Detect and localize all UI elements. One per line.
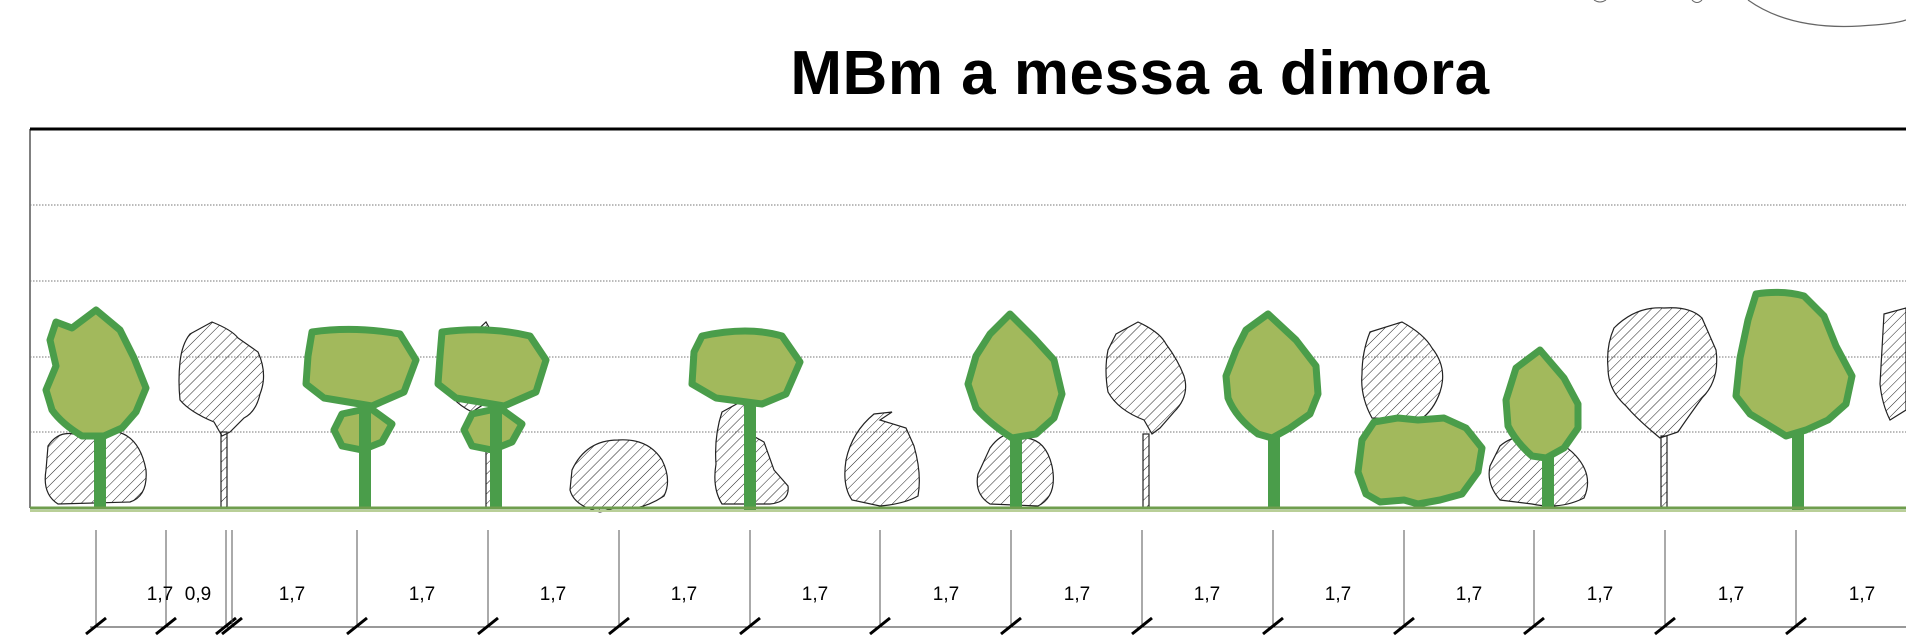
dimension-tick-mark bbox=[155, 616, 177, 636]
dimension-tick-mark bbox=[1393, 616, 1415, 636]
north-arrow-fragment bbox=[1747, 0, 1906, 28]
dimension-tick-mark bbox=[869, 616, 891, 636]
dimension-label: 1,7 bbox=[1325, 584, 1351, 605]
north-arrow-fragment bbox=[1593, 0, 1607, 3]
dimension-tick-mark bbox=[1785, 616, 1807, 636]
dimension-tick-mark bbox=[1000, 616, 1022, 636]
hatched-tree-icon bbox=[1879, 307, 1906, 421]
dimension-tick-mark bbox=[1131, 616, 1153, 636]
hatched-tree-icon bbox=[1105, 321, 1187, 435]
dimension-label: 1,7 bbox=[802, 584, 828, 605]
existing-vegetation bbox=[44, 307, 1906, 513]
green-tree-icon bbox=[964, 310, 1066, 508]
dimension-tick-mark bbox=[1654, 616, 1676, 636]
hatched-shrub-icon bbox=[844, 411, 920, 507]
dimension-label: 1,7 bbox=[409, 584, 435, 605]
dimension-tick-mark bbox=[85, 616, 107, 636]
green-tree-icon bbox=[42, 306, 150, 508]
dimension-label: 1,7 bbox=[1064, 584, 1090, 605]
dimension-label: 1,7 bbox=[671, 584, 697, 605]
hatched-tree-icon bbox=[178, 321, 265, 437]
dimension-tick-mark bbox=[608, 616, 630, 636]
dimension-label: 1,7 bbox=[1718, 584, 1744, 605]
hatched-tree-icon bbox=[1361, 321, 1444, 421]
dimension-label: 1,7 bbox=[279, 584, 305, 605]
dimension-tick-mark bbox=[346, 616, 368, 636]
dimension-tick-mark bbox=[739, 616, 761, 636]
dimension-label: 1,7 bbox=[933, 584, 959, 605]
dimension-chain: 1,7 0,9 1,7 1,7 1,7 1,7 1,7 1,7 1,7 1,7 1,7 1,7 1,7 1… bbox=[85, 530, 1906, 636]
dimension-label: 1,7 bbox=[1194, 584, 1220, 605]
green-tree-icon bbox=[434, 326, 550, 508]
dimension-label: 0,9 bbox=[185, 584, 211, 605]
hatched-tree-icon bbox=[1607, 307, 1718, 439]
dimension-label: 1,7 bbox=[1456, 584, 1482, 605]
dimension-tick-mark bbox=[221, 616, 243, 636]
planted-vegetation bbox=[42, 288, 1856, 510]
hatched-trunk bbox=[220, 431, 228, 509]
green-tree-icon bbox=[1222, 310, 1322, 508]
green-shrub-icon bbox=[1354, 414, 1486, 508]
diagram-title: MBm a messa a dimora bbox=[790, 39, 1490, 108]
dimension-label: 1,7 bbox=[540, 584, 566, 605]
dimension-tick-mark bbox=[1523, 616, 1545, 636]
north-arrow-fragment bbox=[1691, 0, 1703, 3]
dimension-tick-mark bbox=[477, 616, 499, 636]
hatched-shrub-icon bbox=[569, 439, 669, 513]
green-tree-icon bbox=[302, 325, 420, 508]
green-tree-icon bbox=[1502, 346, 1582, 508]
dimension-label: 1,7 bbox=[147, 584, 173, 605]
dimension-tick-mark bbox=[215, 616, 237, 636]
hatched-trunk bbox=[1660, 435, 1668, 509]
dimension-tick-mark bbox=[1262, 616, 1284, 636]
dimension-label: 1,7 bbox=[1587, 584, 1613, 605]
green-tree-icon bbox=[1732, 288, 1856, 510]
hatched-trunk bbox=[1142, 433, 1150, 509]
dimension-label: 1,7 bbox=[1849, 584, 1875, 605]
green-tree-icon bbox=[688, 327, 804, 510]
